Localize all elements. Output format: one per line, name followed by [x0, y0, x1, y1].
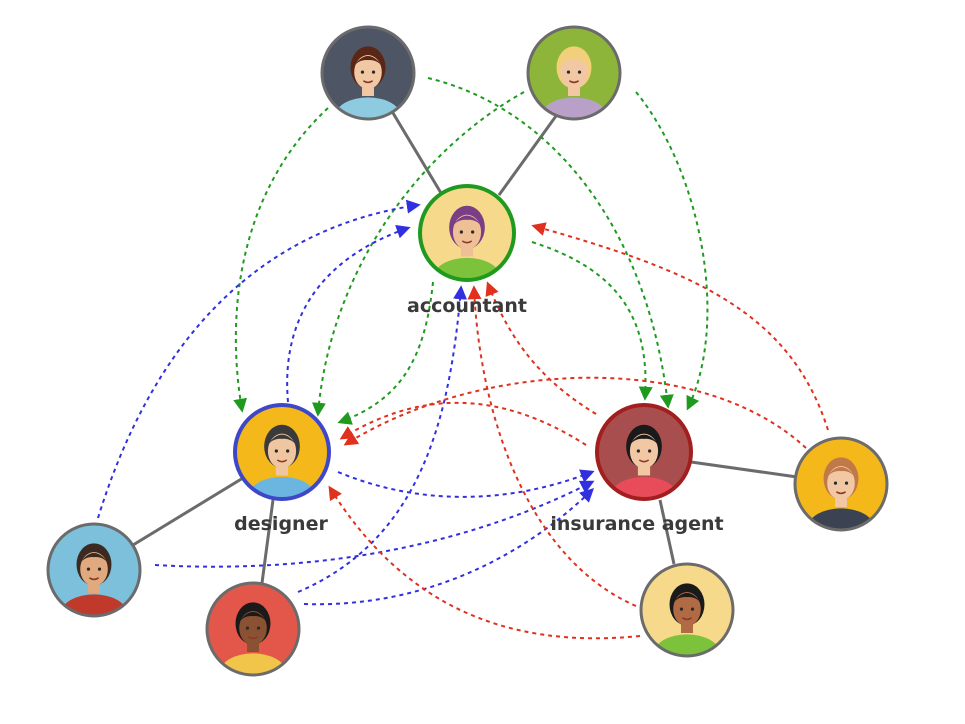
person-top-left-avatar: [320, 25, 416, 121]
red-arrows: [328, 222, 829, 640]
arrow-red-1: [531, 222, 829, 431]
link-right-insurance: [690, 460, 798, 479]
arrow-blue-1: [97, 199, 421, 519]
arrow-red-5: [467, 285, 637, 607]
arrow-blue-2: [286, 225, 411, 403]
link-bottomleft-designer: [260, 499, 275, 584]
person-left-avatar: [46, 522, 142, 618]
arrow-green-3: [427, 77, 674, 409]
arrow-blue-5: [154, 480, 595, 568]
arrow-blue-6: [303, 488, 595, 606]
arrow-blue-3: [297, 285, 468, 593]
arrow-green-6: [337, 281, 434, 425]
link-topright-accountant: [497, 115, 558, 196]
link-left-designer: [132, 476, 244, 547]
person-bottom-right-avatar: [639, 562, 735, 658]
arrow-blue-4: [337, 469, 595, 498]
arrow-green-2: [311, 91, 525, 417]
arrow-red-6: [328, 485, 641, 640]
green-arrows: [233, 77, 709, 425]
arrow-green-5: [531, 241, 653, 401]
arrow-green-4: [635, 91, 709, 411]
insurance-agent-avatar: [595, 403, 693, 501]
accountant-label: accountant: [407, 295, 527, 317]
solid-links: [132, 112, 798, 584]
arrow-red-4: [485, 281, 597, 415]
link-topleft-accountant: [391, 112, 443, 194]
avatar-layer: [46, 25, 889, 677]
designer-avatar: [233, 403, 331, 501]
insurance-agent-label: insurance agent: [550, 513, 723, 535]
accountant-avatar: [418, 184, 516, 282]
arrow-red-3: [339, 401, 587, 446]
person-bottom-left-avatar: [205, 581, 301, 677]
arrow-green-1: [233, 107, 329, 413]
blue-arrows: [97, 199, 595, 606]
person-top-right-avatar: [526, 25, 622, 121]
link-bottomright-insurance: [658, 499, 676, 565]
person-right-avatar: [793, 436, 889, 532]
designer-label: designer: [234, 513, 328, 535]
arrow-red-2: [343, 376, 807, 449]
